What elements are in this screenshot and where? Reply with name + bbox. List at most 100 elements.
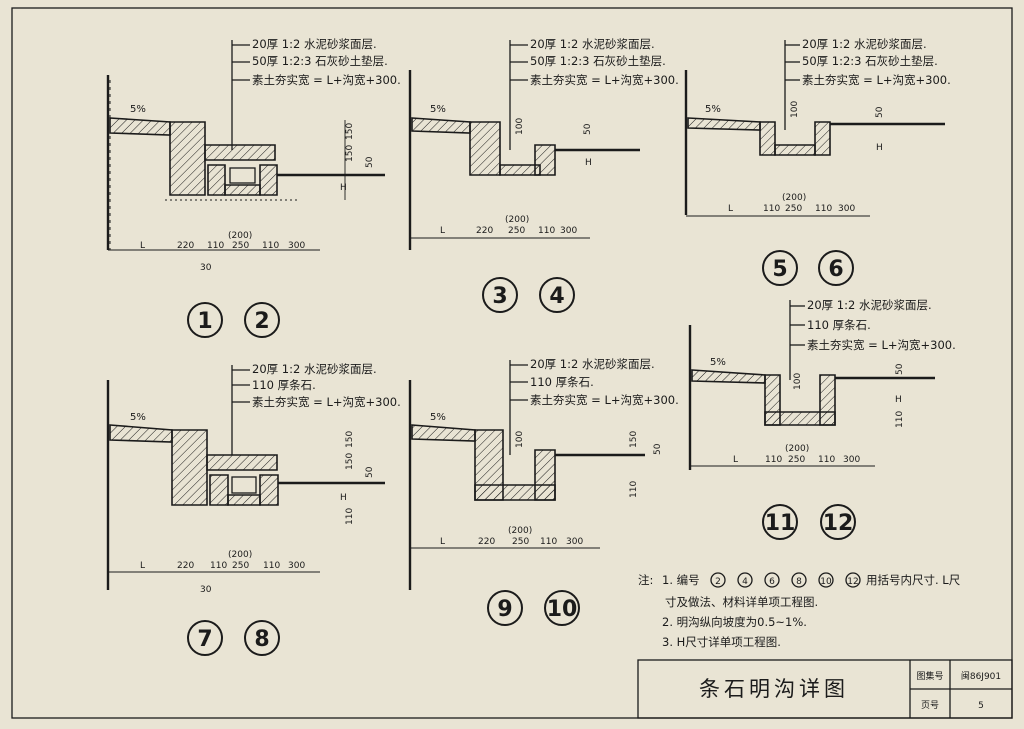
dim-label: H	[340, 493, 347, 503]
layer-label: 110 厚条石.	[530, 375, 594, 389]
dim-label: 150	[629, 431, 639, 448]
dim-label: L	[440, 226, 445, 236]
detail-7-8: 5% 20厚 1:2 水泥砂浆面层. 110 厚条石. 素土夯实宽 = L+沟宽…	[106, 362, 401, 656]
dim-label: 100	[793, 373, 803, 390]
note-1c: 寸及做法、材料详单项工程图.	[665, 595, 818, 609]
dim-label: 50	[365, 466, 375, 478]
dim-label: 300	[566, 537, 583, 547]
detail-number: 8	[254, 627, 269, 652]
dim-label: 300	[288, 241, 305, 251]
detail-number: 10	[547, 597, 578, 622]
dim-label: 100	[515, 118, 525, 135]
dim-label: L	[733, 455, 738, 465]
detail-number: 5	[772, 257, 787, 282]
atlas-label: 图集号	[916, 670, 943, 682]
layer-label: 素土夯实宽 = L+沟宽+300.	[530, 73, 679, 87]
dim-label: 150	[345, 145, 355, 162]
dim-label: 110	[818, 455, 835, 465]
dim-label: 250	[788, 455, 805, 465]
layer-label: 50厚 1:2:3 石灰砂土垫层.	[252, 54, 388, 68]
note-ref: 8	[796, 577, 802, 587]
layer-label: 素土夯实宽 = L+沟宽+300.	[807, 338, 956, 352]
note-ref: 2	[715, 577, 721, 587]
dim-label: 300	[560, 226, 577, 236]
dim-label: 110	[540, 537, 557, 547]
dim-label: L	[728, 204, 733, 214]
layer-label: 20厚 1:2 水泥砂浆面层.	[530, 37, 655, 51]
layer-label: 50厚 1:2:3 石灰砂土垫层.	[530, 54, 666, 68]
detail-number: 11	[765, 511, 796, 536]
dim-label: H	[585, 158, 592, 168]
dim-label: 100	[515, 431, 525, 448]
dim-label: 250	[512, 537, 529, 547]
layer-label: 素土夯实宽 = L+沟宽+300.	[252, 395, 401, 409]
dim-label: H	[876, 143, 883, 153]
detail-number: 6	[828, 257, 843, 282]
slope-label: 5%	[710, 357, 726, 368]
note-1a: 1. 编号	[662, 573, 700, 587]
dim-label: H	[340, 183, 347, 193]
dim-label: L	[440, 537, 445, 547]
dim-label: (200)	[508, 526, 532, 536]
dim-label: 110	[763, 204, 780, 214]
dim-label: 300	[843, 455, 860, 465]
note-ref: 12	[847, 577, 858, 587]
note-2: 2. 明沟纵向坡度为0.5~1%.	[662, 615, 807, 629]
dim-label: 50	[895, 363, 905, 375]
dim-label: 250	[785, 204, 802, 214]
dim-label: (200)	[228, 550, 252, 560]
slope-label: 5%	[430, 412, 446, 423]
atlas-number: 闽86J901	[961, 670, 1001, 682]
detail-number: 4	[549, 284, 564, 309]
slope-label: 5%	[130, 104, 146, 115]
dim-label: (200)	[782, 193, 806, 203]
dim-label: 250	[232, 561, 249, 571]
layer-label: 素土夯实宽 = L+沟宽+300.	[252, 73, 401, 87]
dim-label: 30	[200, 263, 212, 273]
dim-label: 110	[629, 481, 639, 498]
detail-number: 3	[492, 284, 507, 309]
layer-label: 20厚 1:2 水泥砂浆面层.	[252, 37, 377, 51]
detail-number: 2	[254, 309, 269, 334]
detail-9-10: 5% 20厚 1:2 水泥砂浆面层. 110 厚条石. 素土夯实宽 = L+沟宽…	[408, 357, 679, 626]
dim-label: 50	[653, 443, 663, 455]
page-number: 5	[978, 701, 984, 711]
dim-label: 150	[345, 453, 355, 470]
dim-label: H	[895, 395, 902, 405]
title-block: 条石明沟详图 图集号 闽86J901 页号 5	[637, 659, 1013, 719]
detail-1-2: 5% 20厚 1:2 水泥砂浆面层. 50厚 1:2:3 石灰砂土垫层. 素土夯…	[106, 37, 401, 338]
dim-label: 110	[765, 455, 782, 465]
dim-label: 220	[177, 241, 194, 251]
dim-label: 220	[476, 226, 493, 236]
slope-label: 5%	[430, 104, 446, 115]
dim-label: 220	[478, 537, 495, 547]
layer-label: 110 厚条石.	[252, 378, 316, 392]
dim-label: 50	[365, 156, 375, 168]
dim-label: 110	[345, 508, 355, 525]
layer-label: 20厚 1:2 水泥砂浆面层.	[802, 37, 927, 51]
detail-11-12: 5% 20厚 1:2 水泥砂浆面层. 110 厚条石. 素土夯实宽 = L+沟宽…	[688, 298, 956, 540]
dim-label: 110	[538, 226, 555, 236]
dim-label: 300	[288, 561, 305, 571]
slope-label: 5%	[130, 412, 146, 423]
dim-label: 150	[345, 123, 355, 140]
dim-label: 110	[207, 241, 224, 251]
dim-label: (200)	[785, 444, 809, 454]
sheet-border	[11, 7, 1013, 719]
layer-label: 素土夯实宽 = L+沟宽+300.	[802, 73, 951, 87]
dim-label: L	[140, 241, 145, 251]
page-label: 页号	[921, 700, 939, 711]
slope-label: 5%	[705, 104, 721, 115]
dim-label: 50	[583, 123, 593, 135]
dim-label: L	[140, 561, 145, 571]
note-3: 3. H尺寸详单项工程图.	[662, 635, 781, 649]
layer-label: 50厚 1:2:3 石灰砂土垫层.	[802, 54, 938, 68]
detail-number: 9	[497, 597, 512, 622]
note-ref: 10	[820, 577, 832, 587]
dim-label: 30	[200, 585, 212, 595]
dim-label: 110	[815, 204, 832, 214]
layer-label: 素土夯实宽 = L+沟宽+300.	[530, 393, 679, 407]
layer-label: 20厚 1:2 水泥砂浆面层.	[530, 357, 655, 371]
dim-label: 110	[895, 411, 905, 428]
note-1b: 用括号内尺寸. L尺	[866, 573, 961, 587]
